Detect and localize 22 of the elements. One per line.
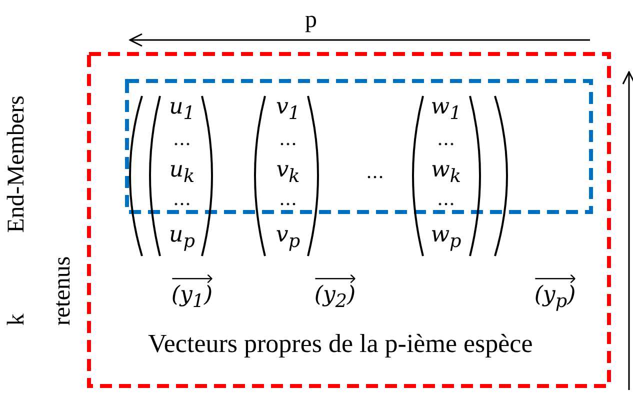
matrix-entry: w$_{k}$ [431, 160, 461, 186]
vector-label: (y$_{p}$) [534, 274, 576, 312]
matrix-entry: w$_{1}$ [430, 96, 462, 124]
ellipsis: … [279, 131, 297, 149]
matrix-entry: u$_{1}$ [169, 96, 195, 124]
ellipsis: … [173, 191, 191, 209]
vector-label: (y$_{1}$) [171, 274, 213, 312]
matrix-entry: v$_{k}$ [276, 160, 300, 186]
caption: Vecteurs propres de la p-ième espèce [148, 328, 534, 360]
ellipsis: … [437, 131, 455, 149]
ellipsis: … [173, 131, 191, 149]
matrix-entry: v$_{1}$ [276, 96, 300, 124]
ellipsis: … [437, 191, 455, 209]
vector-label: (y$_{2}$) [314, 274, 356, 312]
ellipsis: … [366, 164, 384, 182]
matrix-entry: w$_{p}$ [430, 224, 462, 252]
matrix-entry: v$_{p}$ [276, 224, 300, 252]
dimension-label: p [305, 8, 317, 32]
axis-label: k End-Members retenus [2, 96, 76, 326]
ellipsis: … [279, 191, 297, 209]
matrix-entry: u$_{p}$ [169, 224, 195, 252]
matrix-entry: u$_{k}$ [169, 160, 195, 186]
